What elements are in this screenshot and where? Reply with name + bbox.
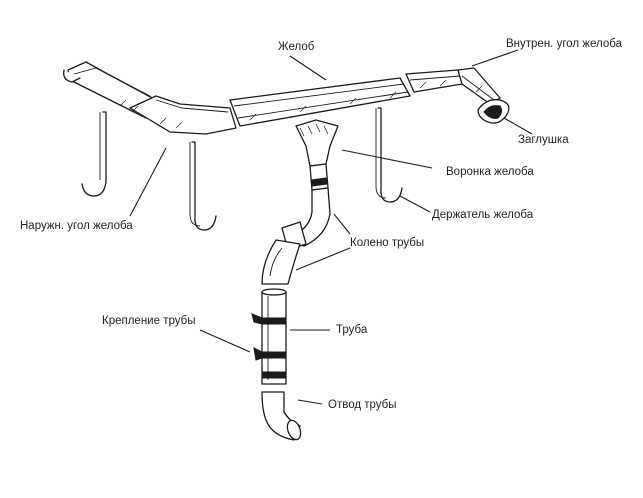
leader-end-cap xyxy=(503,117,533,135)
leader-lines xyxy=(129,49,533,405)
label-funnel: Воронка желоба xyxy=(446,166,534,178)
leader-funnel xyxy=(341,149,433,169)
label-end-cap: Заглушка xyxy=(518,134,569,146)
leader-inner-corner xyxy=(471,49,519,67)
end-cap xyxy=(477,99,510,124)
gutter-holder-2 xyxy=(189,141,217,231)
label-elbow: Колено трубы xyxy=(350,237,425,249)
leader-gutter xyxy=(289,55,327,81)
pipe-clamp-upper xyxy=(251,313,287,325)
pipe-outlet xyxy=(261,391,302,441)
pipe-clamp-lower xyxy=(253,347,287,379)
main-gutter xyxy=(229,77,411,127)
leader-outlet xyxy=(297,399,323,405)
outer-corner-gutter xyxy=(63,61,237,135)
label-pipe-clamp: Крепление трубы xyxy=(102,315,196,327)
label-outer-corner: Наружн. угол желоба xyxy=(20,220,133,232)
gutter-holder-1 xyxy=(81,111,107,197)
inner-corner-gutter xyxy=(405,67,501,105)
label-outlet: Отвод трубы xyxy=(328,399,397,411)
gutter-funnel xyxy=(295,119,339,191)
label-pipe: Труба xyxy=(336,324,368,336)
pipe-elbow xyxy=(261,187,331,285)
leader-elbow-2 xyxy=(295,247,351,271)
leader-elbow xyxy=(333,213,351,235)
leader-outer-corner xyxy=(129,147,167,217)
leader-holder xyxy=(399,195,431,213)
label-gutter: Желоб xyxy=(278,41,315,53)
downpipe xyxy=(261,288,287,385)
leader-pipe-clamp xyxy=(199,329,251,353)
label-inner-corner: Внутрен. угол желоба xyxy=(506,38,622,50)
label-holder: Держатель желоба xyxy=(432,209,534,221)
gutter-holder-3 xyxy=(375,107,403,203)
